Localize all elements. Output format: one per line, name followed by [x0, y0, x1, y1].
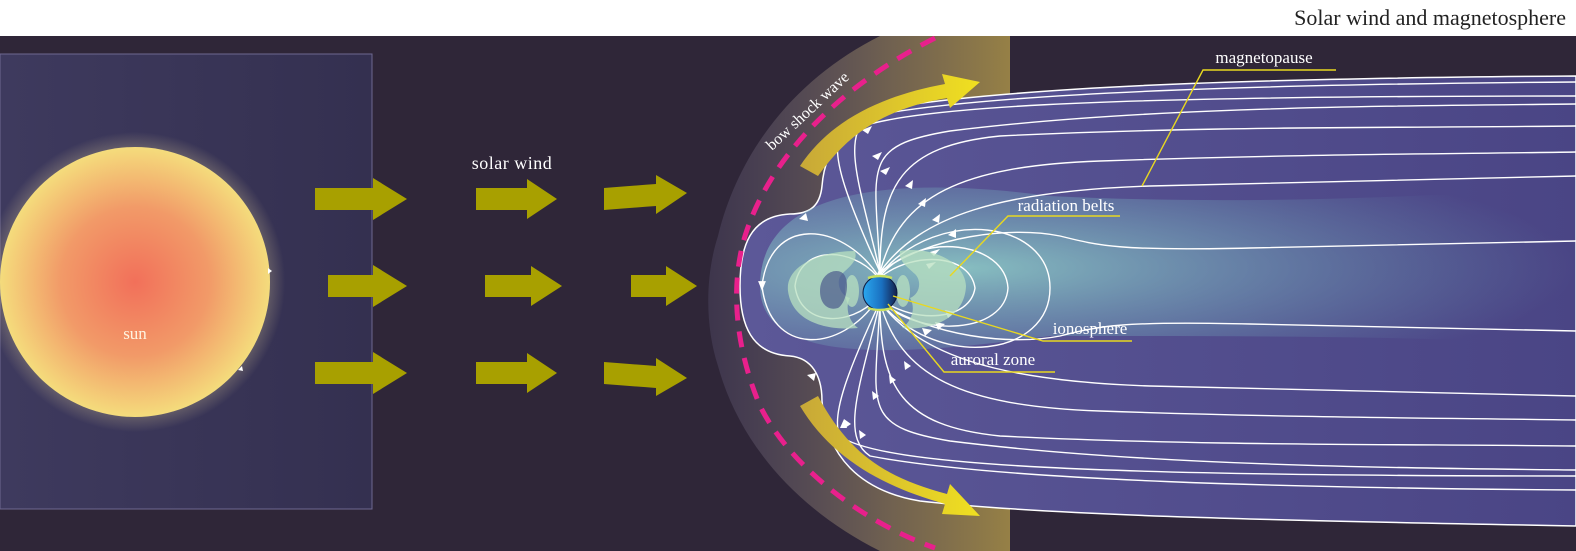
- earth: [862, 274, 898, 312]
- plasma-sheet: [760, 186, 1576, 351]
- solar-wind-label: solar wind: [472, 153, 553, 173]
- wind-arrow: [604, 358, 687, 396]
- field-line: [875, 103, 1576, 273]
- field-line: [879, 301, 1576, 341]
- wind-arrow: [631, 266, 697, 306]
- radiation-belt: [845, 275, 859, 307]
- field-line: [879, 301, 1576, 397]
- sun: [0, 132, 285, 432]
- field-line: [879, 301, 1576, 447]
- radiation-belt: [896, 275, 910, 307]
- bow-shock-wave: [734, 36, 937, 551]
- auroral-oval-south: [867, 306, 893, 312]
- field-line: [879, 301, 1576, 421]
- ionosphere-label: ionosphere: [1053, 319, 1128, 338]
- diagram-canvas: sun solar wind: [0, 36, 1576, 551]
- field-line: [876, 125, 1576, 277]
- leader-lines: [887, 69, 1336, 373]
- magnetosphere-diagram: sun solar wind: [0, 36, 1576, 551]
- wind-arrow: [328, 265, 407, 307]
- wind-arrow: [476, 179, 557, 219]
- diagram-title: Solar wind and magnetosphere: [1294, 5, 1566, 30]
- magnetopause-leader: [1141, 69, 1336, 187]
- header: Solar wind and magnetosphere: [0, 0, 1576, 36]
- auroral-zone-leader: [887, 303, 1055, 373]
- field-line: [854, 301, 1576, 491]
- field-line: [881, 228, 1051, 348]
- magnetopause-label: magnetopause: [1215, 48, 1312, 67]
- field-line: [758, 233, 878, 341]
- field-line: [879, 231, 1576, 273]
- field-line: [836, 95, 1576, 273]
- auroral-zone-label: auroral zone: [951, 350, 1035, 369]
- radiation-belt: [899, 250, 966, 329]
- wind-arrow: [485, 266, 562, 306]
- field-line: [836, 301, 1576, 477]
- wind-arrow: [604, 175, 687, 214]
- radiation-belts-leader: [949, 215, 1120, 277]
- wind-arrow: [476, 353, 557, 393]
- field-line: [879, 175, 1576, 273]
- deflection-arrow-north: [800, 74, 980, 176]
- sun-label: sun: [123, 324, 147, 343]
- auroral-oval-north: [867, 274, 893, 280]
- field-lines: [758, 81, 1576, 491]
- wind-arrow: [315, 352, 407, 394]
- solar-wind-arrows: [315, 175, 697, 396]
- ionosphere-leader: [892, 295, 1132, 342]
- wind-arrow: [315, 178, 407, 220]
- deflection-arrow-south: [800, 396, 980, 516]
- field-line: [854, 81, 1576, 273]
- radiation-belts-label: radiation belts: [1018, 196, 1115, 215]
- field-line: [879, 151, 1576, 273]
